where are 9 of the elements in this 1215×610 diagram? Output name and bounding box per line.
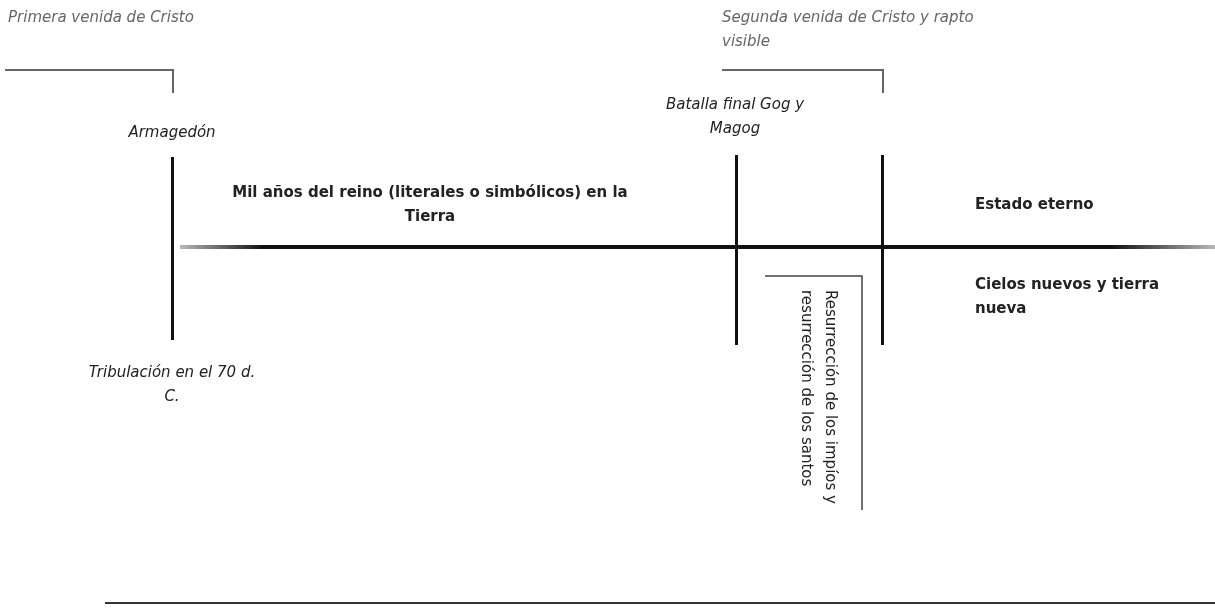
event-label: Tribulación en el 70 d. C. <box>87 362 257 407</box>
event-label: Batalla final Gog y Magog <box>664 94 806 139</box>
event-note: Primera venida de Cristo <box>8 7 195 28</box>
event-note: Segunda venida de Cristo y rapto visible <box>722 7 975 52</box>
event-label: Armagedón <box>127 122 217 143</box>
period-label: Estado eterno <box>975 194 1095 215</box>
period-label: Cielos nuevos y tierra nueva <box>975 274 1161 319</box>
event-note: Resurrección de los impíos y resurrección de los santos <box>797 290 841 506</box>
period-label: Mil años del reino (literales o simbólicos) en la Tierra <box>231 182 629 227</box>
